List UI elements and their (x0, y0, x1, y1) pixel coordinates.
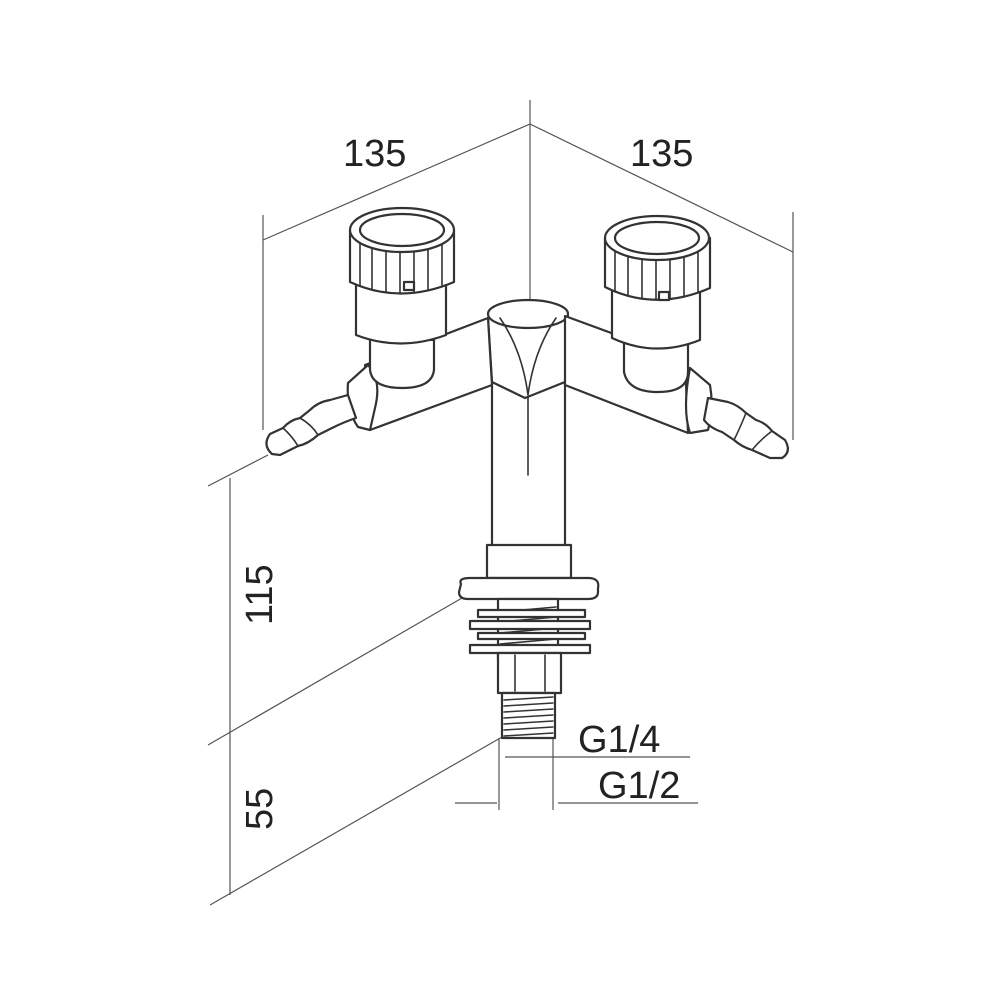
base-collar (457, 543, 600, 601)
left-valve-indicator (402, 280, 416, 292)
mounting-stud (468, 597, 592, 740)
faucet (265, 206, 789, 740)
bottom-height-extension (209, 736, 503, 906)
left-valve (348, 206, 456, 390)
right-width-label: 135 (630, 133, 693, 175)
thread-length-label: 55 (239, 788, 281, 830)
inlet-thread-inner-label: G1/4 (578, 719, 660, 761)
left-width-label: 135 (343, 133, 406, 175)
left-width-dimension-line (262, 123, 531, 241)
body-height-label: 115 (239, 564, 281, 625)
inlet-thread-outer-label: G1/2 (598, 765, 680, 807)
mid-height-extension (207, 597, 463, 746)
top-height-extension (207, 454, 269, 487)
right-valve-indicator (657, 290, 671, 302)
main-column (490, 380, 567, 549)
dimension-lines (207, 100, 794, 906)
right-width-dimension-line (529, 123, 794, 253)
right-valve (603, 214, 712, 394)
center-junction (486, 298, 570, 400)
